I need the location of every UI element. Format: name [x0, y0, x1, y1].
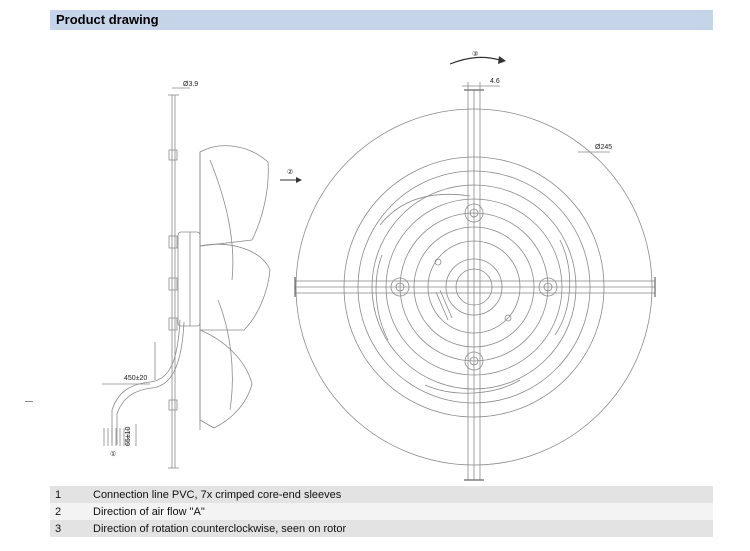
- dim-shaft-label: Ø3.9: [183, 81, 198, 88]
- legend-number: 1: [50, 486, 93, 503]
- dim-cable-length-label: 450±20: [124, 375, 147, 382]
- section-header: Product drawing: [50, 10, 713, 30]
- marker-2: ②: [287, 168, 293, 176]
- legend-row: 3 Direction of rotation counterclockwise…: [50, 520, 713, 537]
- dim-grille-bar-label: 4.6: [490, 78, 500, 85]
- legend-text: Connection line PVC, 7x crimped core-end…: [93, 486, 713, 503]
- legend-number: 3: [50, 520, 93, 537]
- margin-tick: [25, 401, 33, 402]
- airflow-arrow: [280, 177, 302, 183]
- front-view: [294, 82, 656, 481]
- legend-row: 1 Connection line PVC, 7x crimped core-e…: [50, 486, 713, 503]
- marker-3: ③: [472, 50, 478, 58]
- legend-number: 2: [50, 503, 93, 520]
- legend-text: Direction of air flow "A": [93, 503, 713, 520]
- legend-text: Direction of rotation counterclockwise, …: [93, 520, 713, 537]
- legend-table: 1 Connection line PVC, 7x crimped core-e…: [50, 486, 713, 537]
- marker-1: ①: [110, 450, 116, 458]
- dim-diameter-label: Ø245: [595, 144, 612, 151]
- dim-strip-label: 65±10: [125, 426, 132, 446]
- side-view: [102, 87, 271, 469]
- rotation-arrow: [449, 56, 506, 65]
- product-drawing: Ø3.9 450±20 65±10 ① ②: [102, 50, 656, 481]
- section-title: Product drawing: [56, 12, 159, 27]
- legend-row: 2 Direction of air flow "A": [50, 503, 713, 520]
